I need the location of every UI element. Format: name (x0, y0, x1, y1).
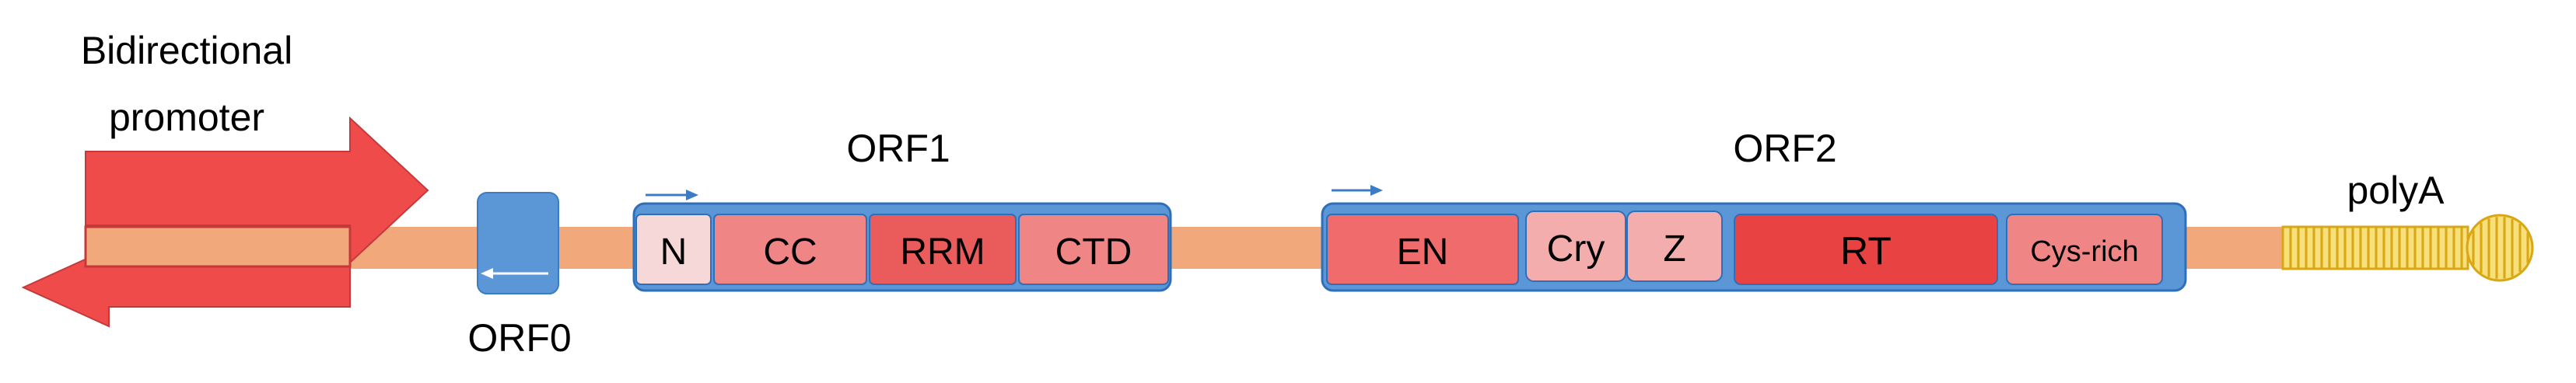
orf2-domain-cry (1525, 211, 1626, 282)
polya-end-cap (2466, 214, 2534, 282)
promoter-backbone-segment (84, 225, 352, 268)
orf2-domain-label-cys-rich: Cys-rich (2030, 235, 2138, 268)
polya-label: polyA (2347, 169, 2445, 212)
orf1-start-arrow-head (686, 190, 698, 200)
orf1-domain-label-ctd: CTD (1055, 232, 1132, 273)
orf2-domain-label-cry: Cry (1547, 228, 1605, 270)
orf2-domain-cys-rich (2006, 214, 2163, 285)
orf2-domain-label-en: EN (1397, 232, 1449, 273)
promoter-label-line1: Bidirectional (81, 29, 292, 72)
polya-tail (2281, 214, 2534, 282)
orf1-domain-label-cc: CC (763, 232, 817, 273)
orf2-domain-label-z: Z (1663, 228, 1685, 270)
orf1-domain-cc (713, 214, 867, 285)
orf2-label: ORF2 (1733, 127, 1836, 170)
orf2-domain-label-rt: RT (1840, 229, 1892, 273)
orf0-box (477, 192, 559, 294)
orf1-domain-label-rrm: RRM (900, 232, 985, 273)
orf2-domain-rt (1734, 214, 1998, 285)
orf1-domain-rrm (869, 214, 1017, 285)
orf2-start-arrow-head (1370, 185, 1383, 196)
promoter-label-line2: promoter (109, 96, 264, 139)
orf2-domain-en (1326, 214, 1519, 285)
orf1-domain-n (635, 214, 712, 285)
orf1-domain-ctd (1018, 214, 1169, 285)
orf0-reverse-arrow-head (481, 268, 493, 279)
orf0-label: ORF0 (467, 316, 571, 360)
promoter-arrow-forward (85, 116, 429, 265)
orf1-domain-label-n: N (660, 232, 688, 273)
orf2-domain-z (1626, 211, 1723, 282)
orf1-label: ORF1 (846, 127, 950, 170)
